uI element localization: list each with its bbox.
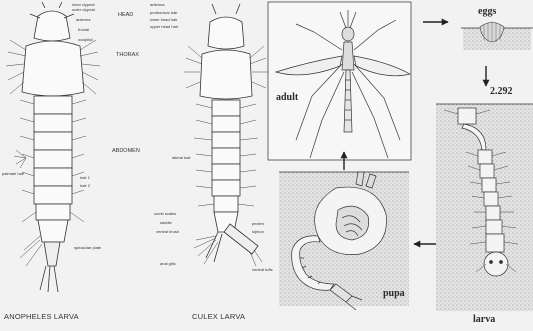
eggs-drawing — [461, 21, 533, 50]
label-comb-scales: comb scales — [154, 212, 176, 216]
label-frontal: frontal — [78, 28, 89, 32]
label-adult: adult — [276, 92, 298, 103]
label-spiracular-plate: spiracular plate — [74, 246, 101, 250]
label-pecten: pecten — [252, 222, 264, 226]
label-thorax: THORAX — [116, 52, 139, 58]
anopheles-title: ANOPHELES LARVA — [4, 312, 79, 321]
culex-larva-drawing — [200, 4, 258, 262]
label-ventral-brush: ventral brush — [156, 230, 179, 234]
label-larva: larva — [473, 314, 495, 325]
label-hair-1: hair 1 — [80, 176, 90, 180]
label-head: HEAD — [118, 12, 133, 18]
label-outer-clypeal: outer clypeal — [72, 8, 95, 12]
label-antenna-anopheles: antenna — [76, 18, 90, 22]
label-anal-gills: anal gills — [160, 262, 176, 266]
label-abdomen: ABDOMEN — [112, 148, 140, 154]
label-eggs: eggs — [478, 6, 496, 17]
label-saddle: saddle — [160, 221, 172, 225]
culex-title: CULEX LARVA — [192, 312, 245, 321]
label-pupa: pupa — [383, 288, 405, 299]
label-siphon: siphon — [252, 230, 264, 234]
label-lateral-hair: lateral hair — [172, 156, 191, 160]
label-prothoracic-hair: prothoracic hair — [150, 11, 178, 15]
label-upper-head-hair: upper head hair — [150, 25, 178, 29]
figure-number: 2.292 — [490, 86, 513, 97]
label-antenna-culex: antenna — [150, 3, 164, 7]
larva-water — [436, 104, 533, 311]
label-palmate-hair: palmate hair — [2, 172, 24, 176]
label-lower-head-hair: lower head hair — [150, 18, 177, 22]
label-ventral-tufts: ventral tufts — [252, 268, 273, 272]
label-occipital: occipital — [78, 38, 92, 42]
label-hair-2: hair 2 — [80, 184, 90, 188]
